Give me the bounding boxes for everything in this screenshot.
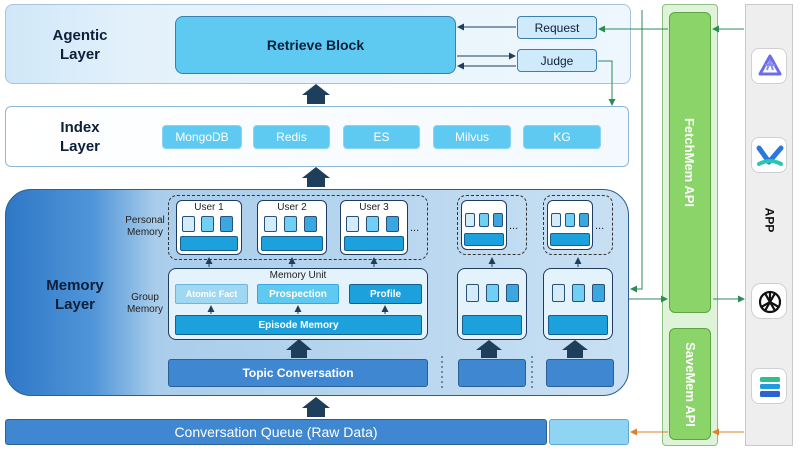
savemem-api: SaveMem API bbox=[669, 328, 711, 440]
episode-memory-box: Episode Memory bbox=[175, 315, 422, 335]
prospection-box: Prospection bbox=[257, 284, 339, 304]
group-3-unit-slot bbox=[552, 284, 565, 302]
personal-memory-group bbox=[168, 195, 428, 260]
user-2-slot bbox=[304, 216, 317, 232]
openai-logo-icon bbox=[751, 283, 787, 319]
group-3-slot bbox=[551, 213, 561, 227]
retrieve-block: Retrieve Block bbox=[175, 16, 456, 74]
store-redis: Redis bbox=[253, 125, 330, 149]
conversation-queue-tail bbox=[549, 419, 629, 445]
user-2-bar bbox=[261, 236, 323, 251]
stack-logo-icon bbox=[751, 368, 787, 404]
group-2-unit-slot bbox=[486, 284, 499, 302]
atomic-fact-box: Atomic Fact bbox=[175, 284, 248, 304]
index-layer-label: Index Layer bbox=[59, 119, 101, 155]
block-arrow-up bbox=[302, 84, 330, 104]
group-2-ellipsis: ... bbox=[509, 220, 519, 232]
block-arrow-up bbox=[302, 397, 330, 417]
group-3-slot bbox=[565, 213, 575, 227]
group-2-slot bbox=[479, 213, 489, 227]
topic-conversation: Topic Conversation bbox=[168, 359, 428, 387]
group-3-bar bbox=[550, 233, 590, 246]
block-arrow-up bbox=[302, 167, 330, 187]
memory-layer-label: Memory Layer bbox=[46, 277, 104, 313]
store-es: ES bbox=[343, 125, 420, 149]
user-2-label: User 2 bbox=[277, 202, 307, 213]
user-3-slot bbox=[346, 216, 359, 232]
fetchmem-api-label: FetchMem API bbox=[682, 117, 698, 208]
user-3-slot bbox=[386, 216, 399, 232]
group-memory-label: Group Memory bbox=[126, 292, 164, 315]
user-3-bar bbox=[344, 236, 404, 251]
group-2-unit-slot bbox=[506, 284, 519, 302]
user-3-label: User 3 bbox=[359, 202, 389, 213]
group-3-unit-slot bbox=[572, 284, 585, 302]
user-2-slot bbox=[284, 216, 297, 232]
profile-box: Profile bbox=[349, 284, 422, 304]
group-3-unit-bar bbox=[548, 315, 608, 335]
group-2-topic bbox=[458, 359, 526, 387]
conversation-queue: Conversation Queue (Raw Data) bbox=[5, 419, 547, 445]
memory-unit-label: Memory Unit bbox=[269, 270, 327, 281]
savemem-api-label: SaveMem API bbox=[682, 341, 698, 427]
judge-box: Judge bbox=[517, 49, 597, 72]
user-2-slot bbox=[264, 216, 277, 232]
group-3-personal bbox=[543, 195, 613, 255]
user-3-slot bbox=[366, 216, 379, 232]
wave-logo-icon bbox=[751, 137, 787, 173]
group-3-unit-slot bbox=[592, 284, 605, 302]
group-3-topic bbox=[546, 359, 614, 387]
users-ellipsis: ... bbox=[410, 222, 420, 234]
store-kg: KG bbox=[523, 125, 601, 149]
fetchmem-api: FetchMem API bbox=[669, 12, 711, 313]
fetch-to-memory-arrow bbox=[630, 10, 643, 293]
group-3-slot bbox=[579, 213, 589, 227]
agentic-layer-label: Agentic Layer bbox=[52, 27, 108, 63]
group-2-unit-bar bbox=[462, 315, 522, 335]
store-milvus: Milvus bbox=[433, 125, 511, 149]
group-3-ellipsis: ... bbox=[595, 220, 605, 232]
request-box: Request bbox=[517, 16, 597, 39]
app-label: APP bbox=[755, 205, 783, 235]
user-1-slot bbox=[220, 216, 233, 232]
store-mongodb: MongoDB bbox=[162, 125, 242, 149]
group-2-slot bbox=[465, 213, 475, 227]
personal-memory-label: Personal Memory bbox=[125, 215, 165, 238]
group-2-slot bbox=[493, 213, 503, 227]
app-label-text: APP bbox=[762, 207, 776, 233]
group-2-unit-slot bbox=[466, 284, 479, 302]
user-1-slot bbox=[182, 216, 195, 232]
user-1-slot bbox=[201, 216, 214, 232]
group-2-personal bbox=[457, 195, 527, 255]
user-1-bar bbox=[180, 236, 238, 251]
group-2-bar bbox=[464, 233, 504, 246]
triangle-logo-icon bbox=[751, 48, 787, 84]
user-1-label: User 1 bbox=[194, 202, 224, 213]
